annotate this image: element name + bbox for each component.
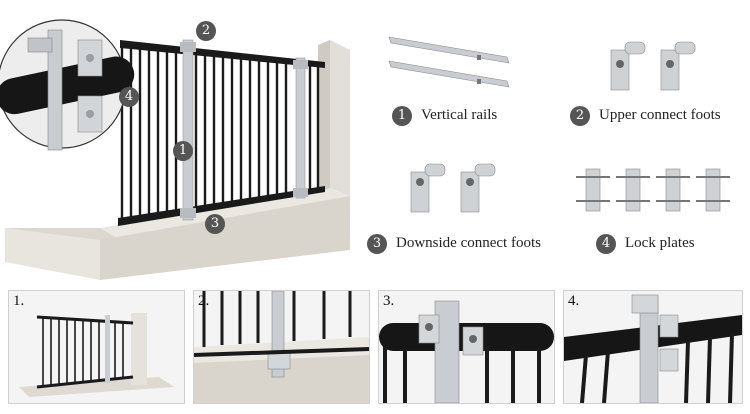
step-number: 4. [568,293,580,309]
downside-connect-foots-image [410,163,496,213]
step-panel-2: 2. [193,290,370,404]
lock-plates-image [576,168,730,212]
step-panel-1: 1. [8,290,185,404]
part-label: Lock plates [625,235,695,251]
step-panel-3: 3. [378,290,555,404]
part-number-badge: 4 [596,234,616,254]
step-1-image [19,313,174,397]
callout-badge-2: 2 [196,21,216,41]
step-number: 1. [13,293,25,309]
callout-badge-1: 1 [173,141,193,161]
main-illustration: 2 4 1 3 [0,0,370,285]
part-label: Upper connect foots [599,107,721,123]
step-panel-4: 4. [563,290,743,404]
part-label: Vertical rails [421,107,498,123]
part-number-badge: 2 [570,106,590,126]
step-number: 3. [383,293,395,309]
railing-drawing [0,19,350,280]
upper-connect-foots-image [610,41,696,91]
callout-badge-3: 3 [205,214,225,234]
part-number-badge: 1 [392,106,412,126]
step-3-image [379,300,554,403]
vertical-rails-image [388,36,510,88]
part-label: Downside connect foots [396,235,541,251]
part-number-badge: 3 [367,234,387,254]
callout-badge-4: 4 [119,87,139,107]
step-number: 2. [198,293,210,309]
step-2-image [194,291,369,403]
step-4-image [564,294,742,403]
